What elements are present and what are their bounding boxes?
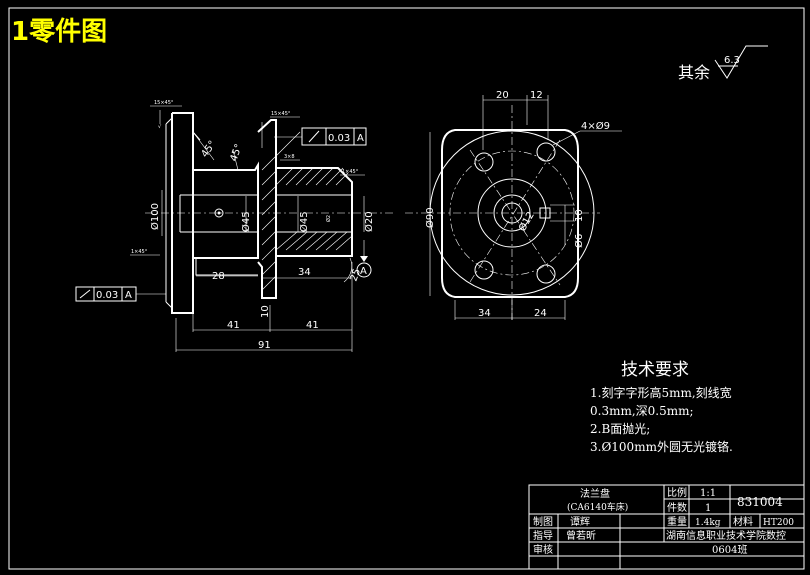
- dim-dia-2: Ø2: [325, 215, 332, 222]
- dim-len-20: 20: [496, 90, 509, 101]
- datum-A-symbol: A: [356, 240, 372, 278]
- dim-groove: 3×8: [284, 154, 295, 160]
- tb-review-label: 审核: [533, 543, 553, 556]
- tb-school: 湖南信息职业技术学院数控: [666, 529, 786, 542]
- dim-len-12: 12: [530, 90, 543, 101]
- dim-holes: 4×Ø9: [581, 120, 610, 132]
- dim-angle-1: 45°: [199, 139, 218, 160]
- tb-class: 0604班: [712, 544, 747, 556]
- tb-scale-value: 1:1: [700, 488, 716, 499]
- runout-top-datum: A: [357, 133, 364, 144]
- tb-qty-label: 件数: [667, 501, 687, 514]
- roughness-label: 其余: [678, 63, 710, 82]
- dim-len-10: 10: [260, 305, 271, 318]
- bolt-hole-2: [536, 142, 556, 162]
- dim-len-34r: 34: [478, 308, 491, 319]
- tb-material-value: HT200: [763, 518, 794, 528]
- section-hatching: [261, 131, 353, 291]
- dim-angle-2: 45°: [228, 143, 244, 163]
- tech-line-1: 1.刻字字形高5mm,刻线宽: [590, 385, 732, 400]
- pin-hole: [214, 208, 224, 218]
- tb-part-name: 法兰盘: [580, 487, 610, 500]
- dim-len-10r: 10: [574, 209, 585, 222]
- title-block: 法兰盘 (CA6140车床) 比例 1:1 831004 件数 1 制图 谭辉 …: [528, 484, 805, 570]
- tb-guide-label: 指导: [533, 529, 553, 542]
- roughness-note: 其余 6.3: [678, 45, 768, 82]
- roughness-symbol: [714, 45, 768, 79]
- dim-dia-20: Ø20: [363, 211, 375, 232]
- dim-chamfer-mid: 15×45°: [271, 111, 291, 117]
- datum-A-label: A: [360, 266, 367, 277]
- dim-dia-100: Ø100: [149, 203, 161, 230]
- hub-outline: [193, 161, 259, 259]
- tb-drawing-no: 831004: [737, 495, 783, 509]
- dim-len-28: 28: [212, 271, 225, 282]
- tb-qty-value: 1: [705, 503, 711, 514]
- shoulder: [257, 119, 277, 299]
- tech-line-4: 3.Ø100mm外圆无光镀铬.: [590, 439, 733, 454]
- end-view: 20 12 4×Ø9 Ø90 Ø12 10 Ø6 34 24: [405, 90, 622, 320]
- tech-requirements: 技术要求 1.刻字字形高5mm,刻线宽 0.3mm,深0.5mm; 2.B面抛光…: [590, 360, 733, 454]
- drawing-frame: [8, 7, 805, 570]
- tb-scale-label: 比例: [667, 486, 687, 499]
- dim-len-41a: 41: [227, 320, 240, 331]
- bolt-hole-3: [474, 260, 494, 280]
- dim-len-91: 91: [258, 340, 271, 351]
- dim-chamfer-right: 1×45°: [342, 169, 359, 175]
- dim-chamfer-left: 1×45°: [131, 249, 148, 255]
- runout-frame-top: 0.03 A: [274, 127, 367, 146]
- tb-material-label: 材料: [733, 515, 753, 528]
- tb-weight-value: 1.4kg: [695, 518, 721, 528]
- runout-left-value: 0.03: [96, 290, 118, 301]
- tb-draw-label: 制图: [533, 515, 553, 528]
- runout-top-value: 0.03: [328, 133, 350, 144]
- runout-frame-left: 0.03 A: [75, 286, 166, 302]
- dim-dia-45b: Ø45: [298, 211, 310, 232]
- dim-len-24: 24: [534, 308, 547, 319]
- dim-len-34: 34: [298, 267, 311, 278]
- flange-outline: [441, 129, 579, 298]
- dim-len-41b: 41: [306, 320, 319, 331]
- dim-chamfer-top: 15×45°: [154, 100, 174, 106]
- tb-guide-name: 曾若昕: [566, 529, 596, 542]
- section-view: 15×45° √ 45° 45° 15×45° 0.03 A 3×8 1×45°…: [75, 100, 395, 352]
- tech-title: 技术要求: [621, 360, 689, 380]
- banner-title: 1零件图: [11, 17, 107, 47]
- tb-weight-label: 重量: [667, 515, 687, 528]
- tech-line-2: 0.3mm,深0.5mm;: [590, 404, 694, 418]
- bolt-hole-1: [474, 152, 494, 172]
- svg-text:√: √: [158, 124, 162, 130]
- dim-dia-6: Ø6: [573, 234, 585, 248]
- tb-part-machine: (CA6140车床): [567, 501, 628, 513]
- roughness-value: 6.3: [724, 55, 740, 66]
- bolt-hole-4: [536, 264, 556, 284]
- tb-draw-name: 谭辉: [570, 516, 590, 528]
- runout-left-datum: A: [125, 290, 132, 301]
- tech-line-3: 2.B面抛光;: [590, 421, 650, 436]
- sleeve: [276, 167, 353, 257]
- dim-dia-90: Ø90: [424, 207, 436, 228]
